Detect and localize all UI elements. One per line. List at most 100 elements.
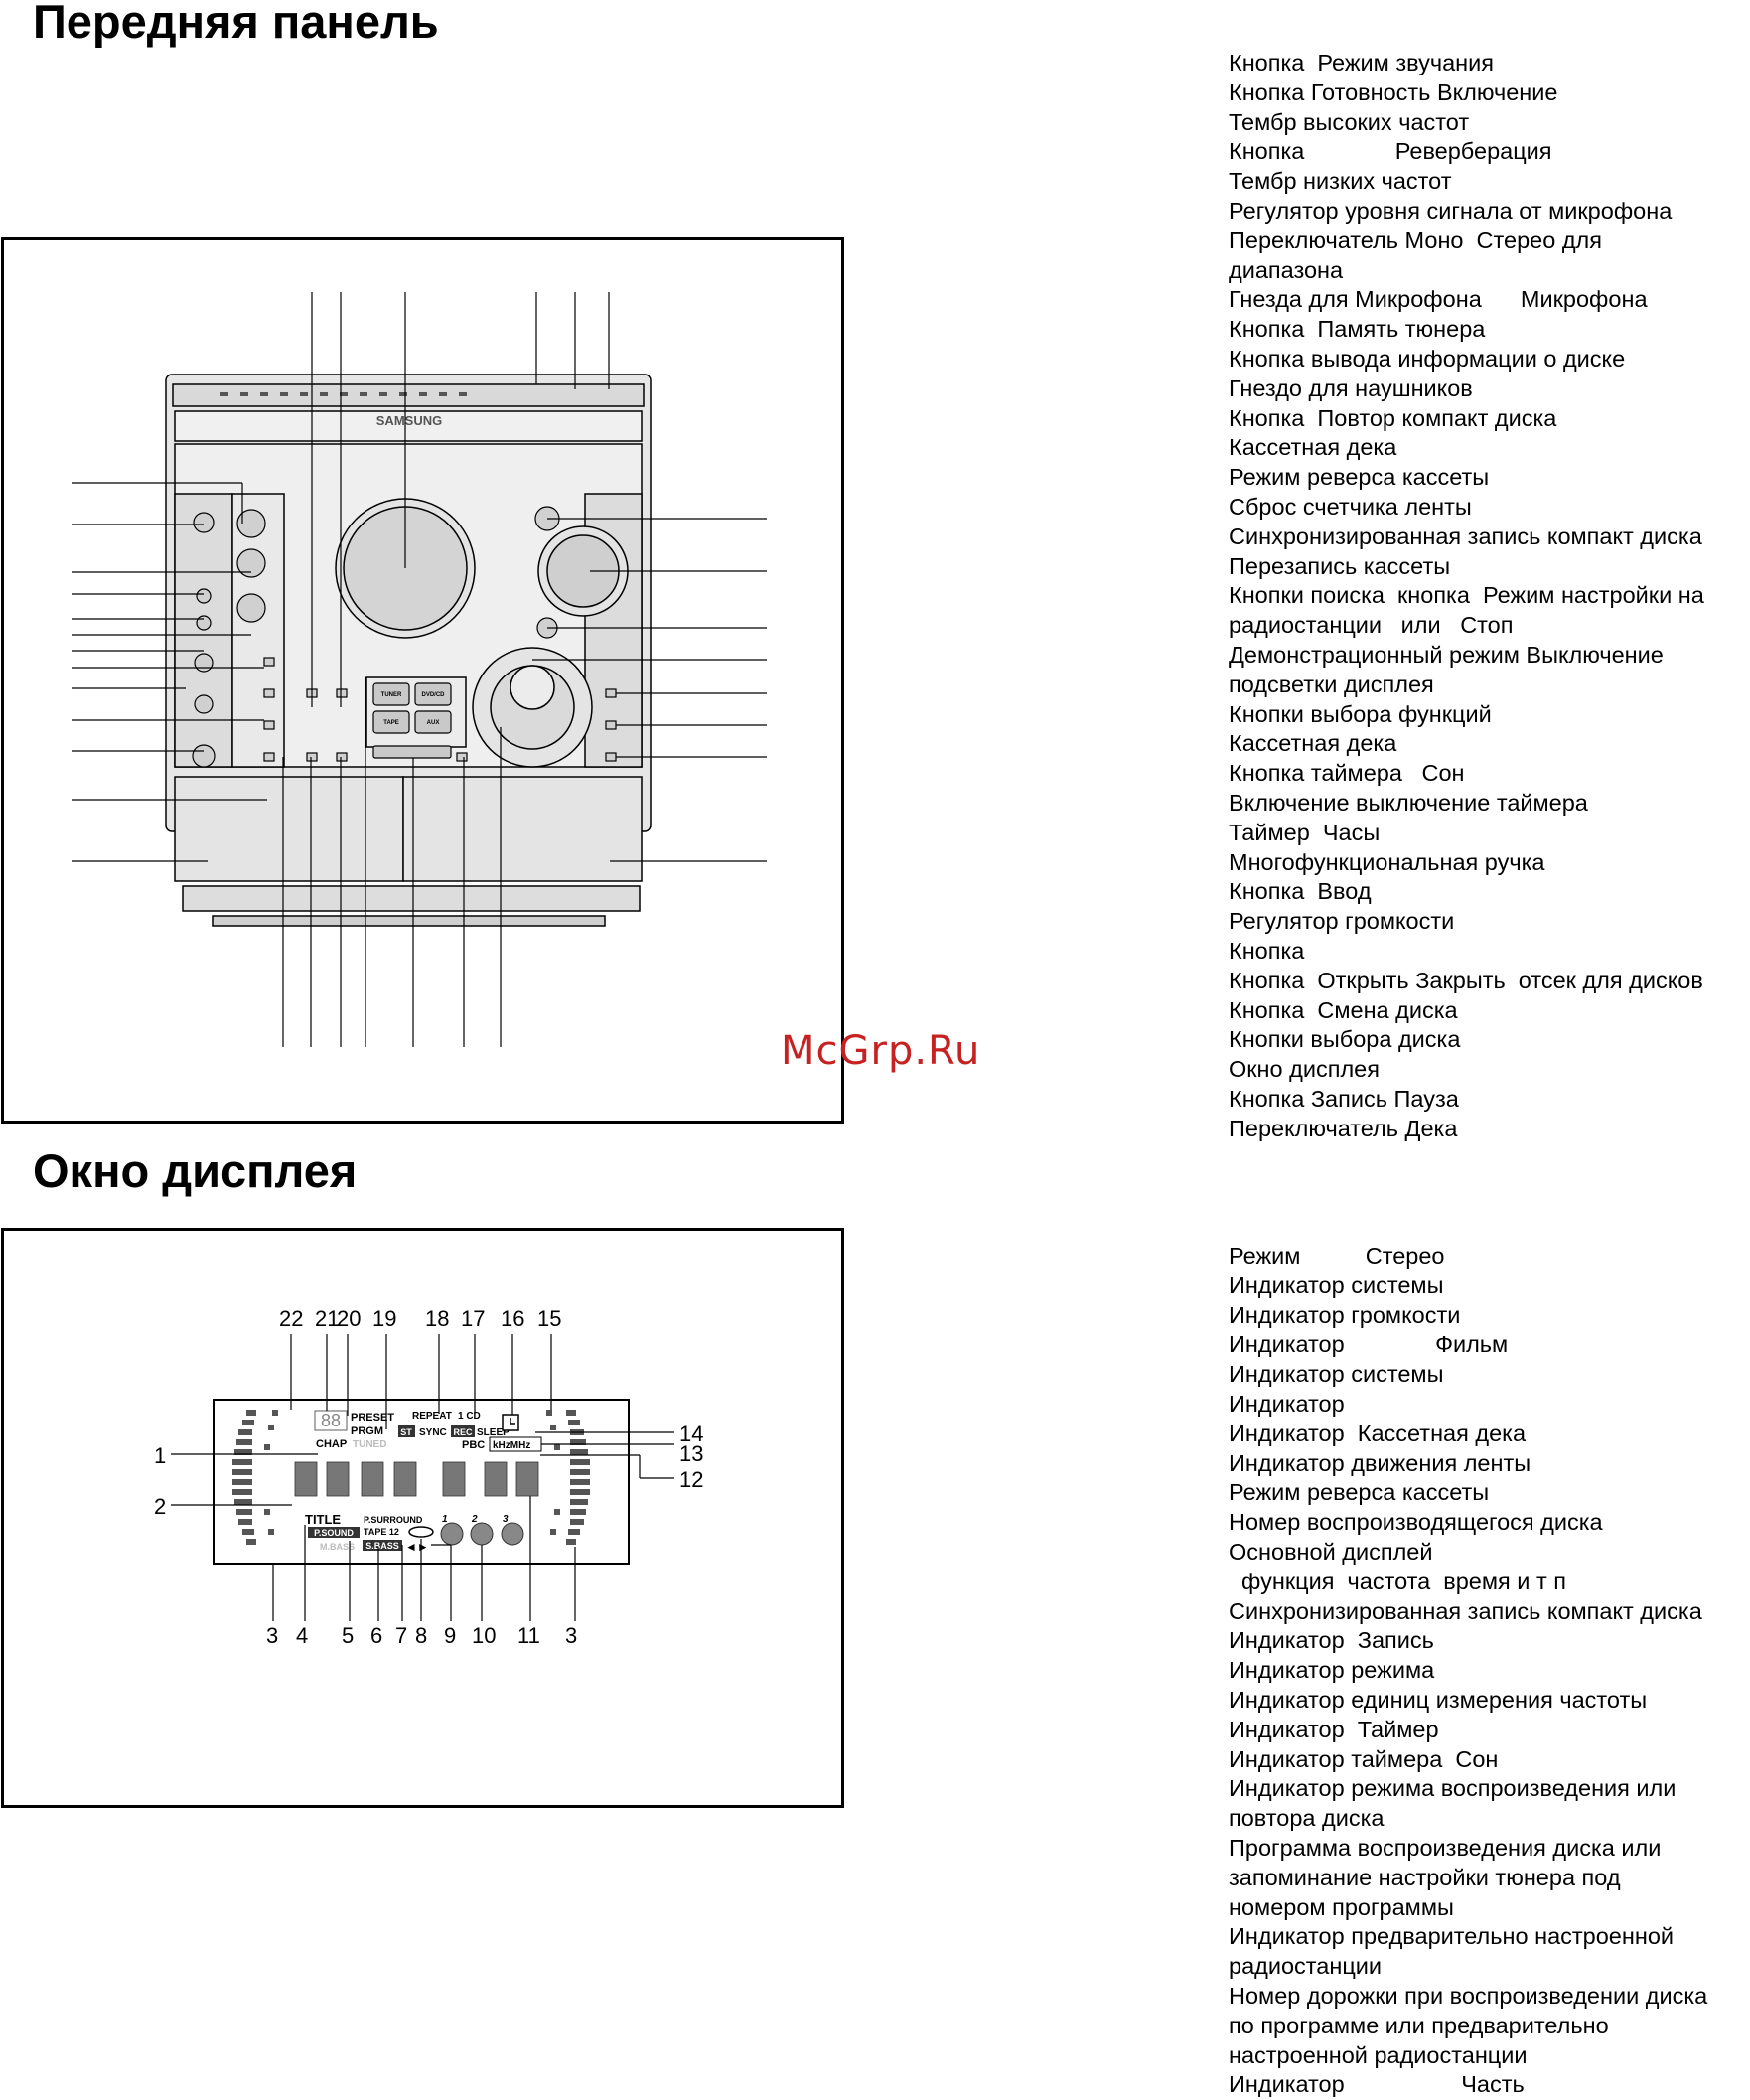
tuner-button[interactable] bbox=[372, 682, 410, 706]
legend-item: Гнезда для Микрофона Микрофона bbox=[1229, 286, 1648, 313]
legend-item: настроенной радиостанции bbox=[1229, 2041, 1528, 2068]
legend-item: Кнопка Повтор компакт диска bbox=[1229, 404, 1557, 431]
lcd-repeat: REPEAT bbox=[412, 1411, 452, 1422]
callout-8: 8 bbox=[415, 1623, 427, 1648]
lcd-disc3-number: 3 bbox=[503, 1514, 509, 1525]
info-button[interactable] bbox=[263, 720, 275, 730]
lcd-p-surround: P.SURROUND bbox=[364, 1515, 423, 1525]
legend-item: Переключатель Моно Стерео для bbox=[1229, 226, 1602, 253]
legend-item: Кнопка Смена диска bbox=[1229, 996, 1458, 1023]
lcd-sleep: SLEEP bbox=[477, 1427, 510, 1438]
phones-jack bbox=[192, 744, 216, 768]
legend-item: диапазона bbox=[1229, 256, 1344, 283]
lcd-tuned: TUNED bbox=[353, 1439, 386, 1450]
search-buttons[interactable] bbox=[372, 745, 452, 759]
cd-repeat-button[interactable] bbox=[263, 752, 275, 762]
mic1-jack bbox=[194, 653, 214, 673]
legend-item: повтора диска bbox=[1229, 1805, 1385, 1832]
mic-level-knob[interactable] bbox=[196, 588, 212, 604]
legend-item: Индикатор режима bbox=[1229, 1657, 1435, 1684]
lcd-digits: 88 bbox=[321, 1411, 341, 1430]
treble-knob[interactable] bbox=[236, 548, 266, 578]
disc3-icon bbox=[501, 1522, 524, 1546]
callout-21: 21 bbox=[315, 1306, 339, 1331]
lcd-p-sound: P.SOUND bbox=[314, 1528, 354, 1538]
legend-item: Кнопки выбора функций bbox=[1229, 700, 1492, 727]
watermark: McGrp.Ru bbox=[781, 1028, 981, 1074]
legend-item: Кнопка вывода информации о диске bbox=[1229, 345, 1626, 372]
display-window-heading: Окно дисплея bbox=[33, 1144, 358, 1197]
legend-item: Кнопка Реверберация bbox=[1229, 138, 1552, 165]
legend-item: Индикатор Кассетная дека bbox=[1229, 1420, 1527, 1446]
legend-item: Режим Стерео bbox=[1229, 1243, 1445, 1269]
legend-item: подсветки дисплея bbox=[1229, 671, 1434, 697]
legend-item: Переключатель Дека bbox=[1229, 1115, 1458, 1141]
legend-item: Режим реверса кассеты bbox=[1229, 1479, 1490, 1506]
legend-item: Синхронизированная запись компакт диска bbox=[1229, 1597, 1702, 1624]
legend-item: радиостанции или Стоп bbox=[1229, 612, 1514, 639]
lcd-st: ST bbox=[400, 1427, 412, 1437]
counter-reset-button[interactable] bbox=[306, 752, 318, 762]
legend-item: Индикатор единиц измерения частоты bbox=[1229, 1686, 1648, 1713]
timer-button[interactable] bbox=[605, 688, 617, 698]
legend-item: Индикатор Часть bbox=[1229, 2071, 1525, 2098]
legend-item: Программа воспроизведения диска или bbox=[1229, 1834, 1662, 1861]
lcd-preset: PRESET bbox=[351, 1412, 394, 1424]
sound-mode-button[interactable] bbox=[236, 509, 266, 538]
legend-item: Индикатор Таймер bbox=[1229, 1716, 1439, 1742]
lcd-chap: CHAP bbox=[316, 1438, 347, 1450]
brand-logo: SAMSUNG bbox=[376, 413, 442, 428]
callout-4: 4 bbox=[296, 1623, 308, 1648]
demo-button[interactable] bbox=[456, 752, 468, 762]
legend-item: Индикатор движения ленты bbox=[1229, 1449, 1531, 1476]
legend-item: радиостанции bbox=[1229, 1953, 1383, 1980]
sync-rec-button[interactable] bbox=[336, 688, 348, 698]
legend-item: Кнопка таймера Сон bbox=[1229, 760, 1465, 787]
lcd-disc1-number: 1 bbox=[442, 1514, 448, 1525]
tape-direction-icon: ◄► bbox=[405, 1540, 429, 1554]
standby-button[interactable] bbox=[193, 512, 215, 533]
repeat-button[interactable] bbox=[263, 688, 275, 698]
callout-2: 2 bbox=[154, 1494, 166, 1519]
lcd-display-drawing: 88 PRESET PRGM CHAP TUNED REPEAT 1 CD ST… bbox=[154, 1306, 703, 1648]
callout-10: 10 bbox=[472, 1623, 496, 1648]
legend-item: Индикатор Фильм bbox=[1229, 1331, 1509, 1358]
timer-onoff-button[interactable] bbox=[605, 720, 617, 730]
callout-1: 1 bbox=[154, 1443, 166, 1468]
dvd-cd-label: DVD/CD bbox=[421, 692, 445, 698]
tape-button[interactable] bbox=[372, 710, 410, 734]
lcd-pbc: PBC bbox=[462, 1439, 485, 1451]
callout-16: 16 bbox=[501, 1306, 524, 1331]
lcd-sync: SYNC bbox=[419, 1427, 447, 1438]
legend-item: Кнопка bbox=[1229, 937, 1305, 964]
mono-st-switch[interactable] bbox=[196, 615, 212, 631]
aux-button[interactable] bbox=[414, 710, 452, 734]
dvd-cd-button[interactable] bbox=[414, 682, 452, 706]
bass-knob[interactable] bbox=[236, 593, 266, 623]
tape-label: TAPE bbox=[383, 720, 399, 726]
front-panel-figure: SAMSUNG TUNER DVD/CD TAPE bbox=[1, 237, 844, 1124]
lcd-1cd: 1 CD bbox=[458, 1411, 481, 1422]
legend-item: запоминание настройки тюнера под bbox=[1229, 1864, 1621, 1890]
legend-item: Индикатор системы bbox=[1229, 1272, 1444, 1298]
callout-11: 11 bbox=[517, 1623, 540, 1648]
tuner-memory-button[interactable] bbox=[263, 657, 275, 667]
sleep-button[interactable] bbox=[605, 752, 617, 762]
legend-item: по программе или предварительно bbox=[1229, 2012, 1609, 2038]
callout-22: 22 bbox=[279, 1306, 303, 1331]
legend-item: Кнопка Режим звучания bbox=[1229, 50, 1495, 75]
stereo-front-drawing: SAMSUNG TUNER DVD/CD TAPE bbox=[72, 292, 767, 1047]
legend-item: Индикатор Запись bbox=[1229, 1627, 1434, 1654]
lcd-khzmhz: kHzMHz bbox=[493, 1440, 530, 1451]
legend-item: Многофункциональная ручка bbox=[1229, 848, 1545, 875]
dubbing-button[interactable] bbox=[336, 752, 348, 762]
disc2-icon bbox=[470, 1522, 494, 1546]
legend-item: Основной дисплей bbox=[1229, 1538, 1433, 1565]
callout-9: 9 bbox=[444, 1623, 456, 1648]
lcd-tape12: TAPE 12 bbox=[364, 1527, 399, 1537]
legend-item: Номер дорожки при воспроизведении диска bbox=[1229, 1982, 1708, 2009]
legend-item: Кнопка Память тюнера bbox=[1229, 316, 1486, 343]
legend-item: Режим реверса кассеты bbox=[1229, 464, 1490, 491]
